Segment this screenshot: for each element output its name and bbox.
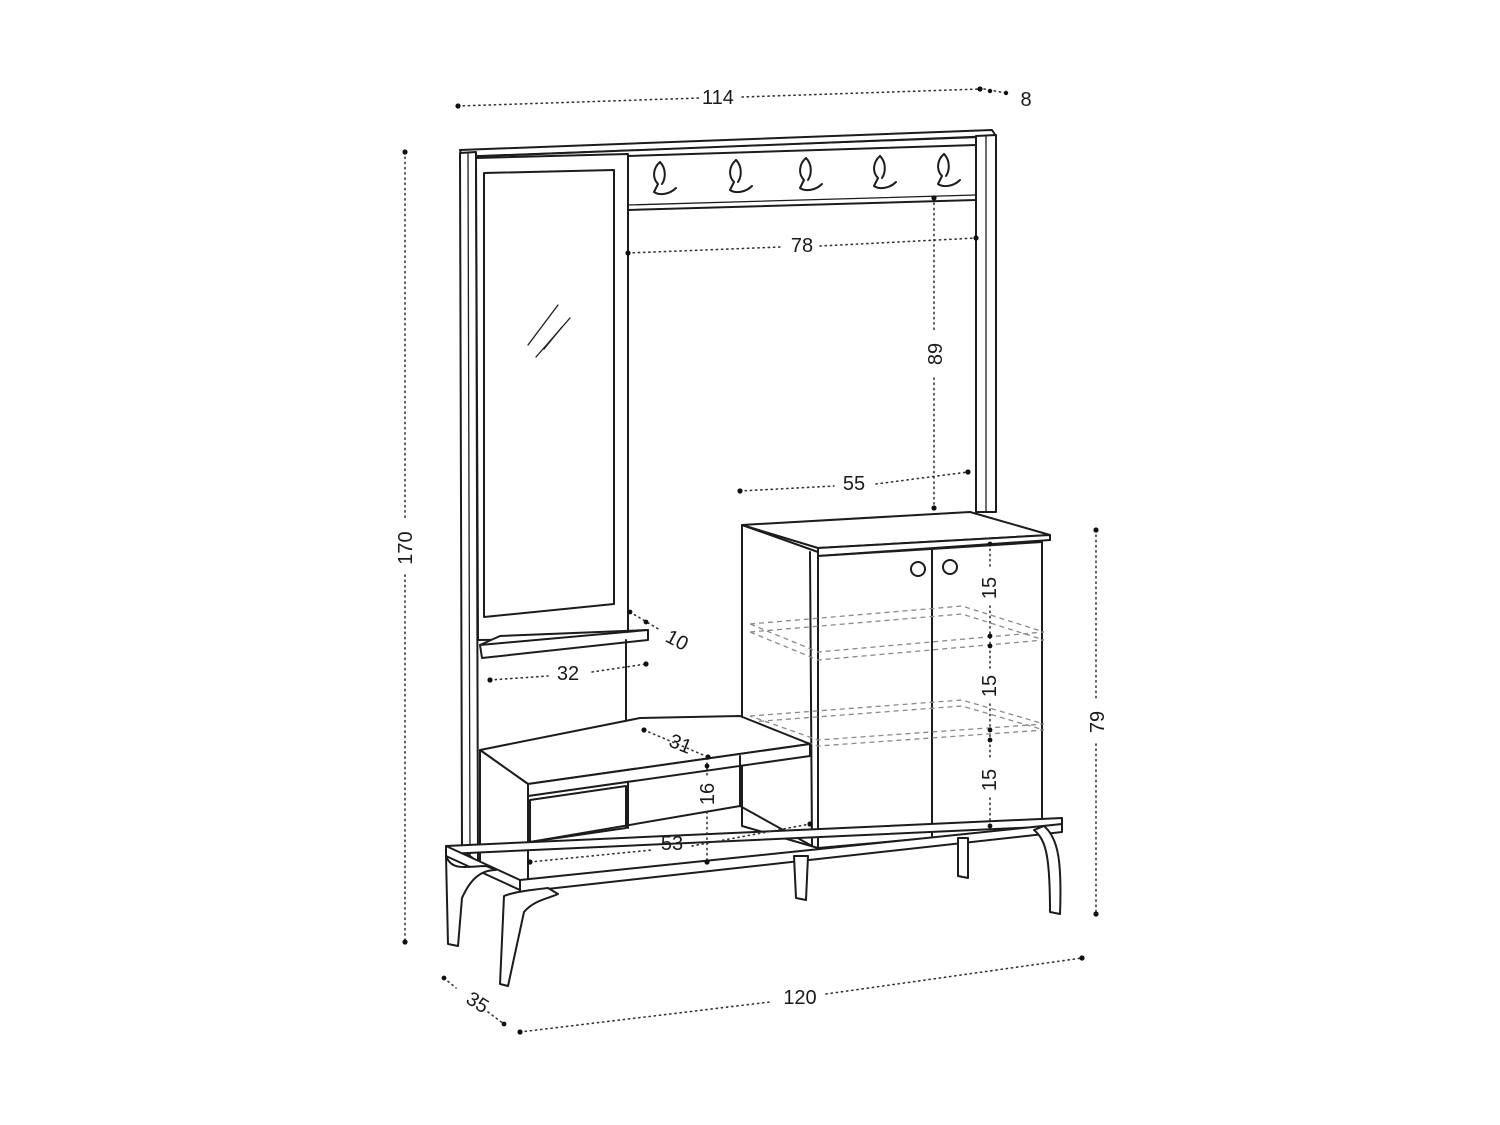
cabinet-knob-right [942,559,958,575]
dimension-lines [404,88,1097,1033]
dim-cabinet-shelf-3: 15 [979,769,1001,791]
mirror-glare-icon [527,304,571,358]
legs [445,825,1062,987]
base-plinth [445,817,1063,893]
coat-hook-icon [799,157,823,192]
cabinet [741,511,1051,849]
left-post [459,151,479,863]
cabinet-knob-left [910,561,926,577]
coat-hook-icon [937,153,961,188]
dim-bench-height: 16 [697,783,719,805]
dimension-endpoints [402,86,1099,1035]
dim-depth-top: 8 [1020,89,1031,111]
dim-cabinet-top-width: 55 [843,473,865,495]
dim-hook-rail-width: 78 [791,235,813,257]
coat-hook-icon [873,155,897,190]
dim-bench-width: 53 [661,833,683,855]
coat-hook-icon [653,161,677,196]
dim-shelf-width: 32 [557,663,579,685]
coat-hook-icon [729,159,753,194]
coat-hooks [653,153,961,196]
dim-shelf-depth: 10 [662,626,692,656]
right-post [975,134,997,513]
mirror-shelf [479,629,649,659]
dim-depth-bottom: 35 [462,988,493,1018]
dim-cabinet-height: 79 [1087,711,1109,733]
dim-upper-height: 89 [925,343,947,365]
dim-total-width-top: 114 [702,87,734,109]
bench [479,715,813,889]
dim-cabinet-shelf-1: 15 [979,577,1001,599]
mirror [475,153,629,641]
dim-total-width-bottom: 120 [783,987,816,1009]
dim-total-height: 170 [395,531,417,564]
dim-cabinet-shelf-2: 15 [979,675,1001,697]
